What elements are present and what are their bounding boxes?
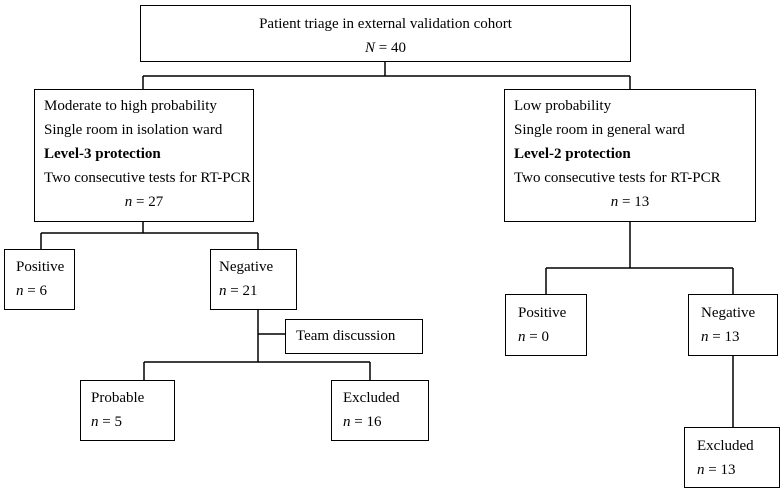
right-room: Single room in general ward: [514, 122, 685, 138]
left-room: Single room in isolation ward: [44, 122, 223, 138]
left-excluded-count: n = 16: [343, 414, 382, 430]
left-positive-box: Positive n = 6: [4, 249, 75, 310]
left-probability: Moderate to high probability: [44, 98, 217, 114]
probable-box: Probable n = 5: [80, 380, 175, 441]
left-positive-label: Positive: [16, 259, 65, 275]
left-negative-count: n = 21: [219, 283, 258, 299]
right-negative-box: Negative n = 13: [688, 294, 778, 356]
root-count: N = 40: [365, 40, 406, 56]
right-count: n = 13: [610, 194, 650, 210]
right-group-box: Low probability Single room in general w…: [504, 89, 756, 222]
left-negative-box: Negative n = 21: [210, 249, 297, 310]
left-count: n = 27: [124, 194, 164, 210]
team-discussion-box: Team discussion: [285, 319, 423, 354]
root-box: Patient triage in external validation co…: [140, 5, 631, 62]
left-excluded-box: Excluded n = 16: [331, 380, 429, 441]
right-positive-count: n = 0: [518, 329, 549, 345]
probable-label: Probable: [91, 390, 145, 406]
left-positive-count: n = 6: [16, 283, 47, 299]
left-group-box: Moderate to high probability Single room…: [34, 89, 254, 222]
right-excluded-count: n = 13: [697, 462, 736, 478]
team-discussion-label: Team discussion: [296, 328, 396, 344]
right-excluded-label: Excluded: [697, 438, 754, 454]
right-negative-label: Negative: [701, 305, 756, 321]
right-positive-label: Positive: [518, 305, 567, 321]
right-protection: Level-2 protection: [514, 146, 631, 162]
right-positive-box: Positive n = 0: [505, 294, 587, 356]
left-protection: Level-3 protection: [44, 146, 161, 162]
right-excluded-box: Excluded n = 13: [684, 427, 780, 488]
probable-count: n = 5: [91, 414, 122, 430]
left-excluded-label: Excluded: [343, 390, 400, 406]
left-tests: Two consecutive tests for RT-PCR: [44, 170, 251, 186]
right-negative-count: n = 13: [701, 329, 740, 345]
left-negative-label: Negative: [219, 259, 274, 275]
root-title: Patient triage in external validation co…: [259, 16, 512, 32]
right-probability: Low probability: [514, 98, 612, 114]
right-tests: Two consecutive tests for RT-PCR: [514, 170, 721, 186]
